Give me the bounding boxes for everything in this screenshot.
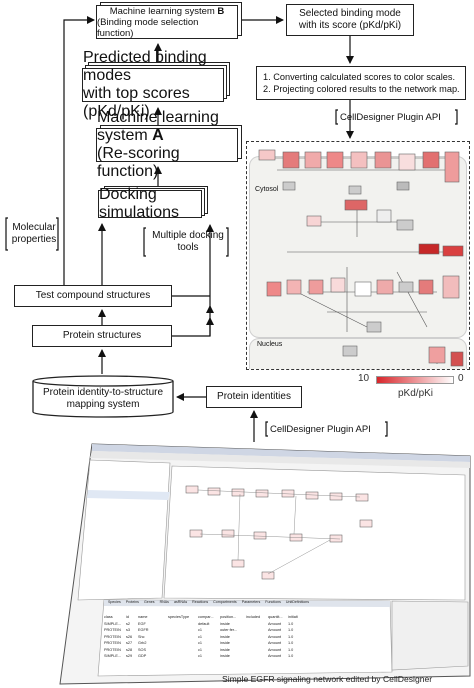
- predicted-line1: Predicted binding modes: [83, 49, 207, 84]
- table-cell: SIMPLE...: [104, 621, 122, 626]
- table-cell: inside: [220, 654, 230, 658]
- processing-steps-box: 1. Converting calculated scores to color…: [256, 66, 466, 100]
- table-row[interactable]: PROTEIN s28 SOS c1 inside Amount 1.0: [104, 647, 302, 654]
- predicted-binding-modes-stack: Predicted binding modes with top scores …: [82, 49, 232, 120]
- table-row[interactable]: PROTEIN s26 Shc c1 inside Amount 1.0: [104, 634, 302, 641]
- tab-compartments[interactable]: Compartments: [213, 600, 237, 604]
- table-cell: 1.0: [288, 621, 294, 626]
- predicted-line2: with top scores (pKd/pKi): [83, 85, 190, 120]
- table-cell: c1: [198, 654, 203, 658]
- table-cell: inside: [220, 634, 230, 639]
- table-cell: [168, 653, 198, 660]
- tab-proteins[interactable]: Proteins: [125, 600, 139, 604]
- identity-mapping-database: Protein identity-to-structure mapping sy…: [32, 374, 174, 418]
- ml-a-subtitle: (Re-scoring function): [97, 145, 180, 180]
- table-cell: Grb2: [138, 641, 147, 645]
- identity-db-line1: Protein identity-to-structure: [42, 387, 164, 398]
- tab-unitdefinitions[interactable]: UnitDefinitions: [285, 600, 310, 604]
- network-map-panel: Cytosol Nucleus: [246, 141, 470, 370]
- table-cell: EGFR: [138, 628, 149, 632]
- table-cell: Shc: [138, 634, 145, 639]
- scale-title: pKd/pKi: [398, 388, 434, 399]
- table-cell: PROTEIN: [104, 634, 121, 639]
- scale-max-label: 0: [458, 373, 464, 384]
- protein-identities-box: Protein identities: [206, 386, 302, 408]
- table-cell: [246, 653, 268, 660]
- table-cell: inside: [220, 641, 230, 645]
- tab-rnas[interactable]: RNAs: [159, 600, 169, 604]
- cytosol-label: Cytosol: [255, 186, 279, 193]
- table-cell: Amount: [268, 628, 282, 632]
- table-cell: s2: [126, 621, 131, 626]
- table-cell: s28: [126, 647, 133, 652]
- table-cell: s29: [126, 654, 133, 658]
- screenshot-tabs: Species Proteins Genes RNAs asRNAs React…: [108, 600, 309, 604]
- identity-db-line2: mapping system: [66, 399, 140, 410]
- table-cell: 1.0: [288, 641, 294, 645]
- tab-parameters[interactable]: Parameters: [241, 600, 261, 604]
- table-cell: SIMPLE...: [104, 654, 122, 658]
- ml-system-a-stack: Machine learning system A (Re-scoring fu…: [96, 109, 242, 180]
- table-cell: PROTEIN: [104, 647, 121, 652]
- tab-functions[interactable]: Functions: [265, 600, 281, 604]
- protein-structures-box: Protein structures: [32, 325, 172, 347]
- table-cell: 1.0: [288, 628, 294, 632]
- table-row[interactable]: SIMPLE... s29 GDP c1 inside Amount 1.0: [104, 653, 302, 660]
- table-cell: c1: [198, 641, 203, 645]
- table-cell: s26: [126, 634, 133, 639]
- tab-reactions[interactable]: Reactions: [192, 600, 209, 604]
- table-cell: Amount: [268, 634, 282, 639]
- table-cell: Amount: [268, 647, 282, 652]
- table-cell: Amount: [268, 621, 282, 626]
- nucleus-label: Nucleus: [257, 341, 283, 348]
- scale-min-label: 10: [358, 373, 370, 384]
- table-cell: inside: [220, 621, 230, 626]
- ml-b-title: Machine learning system B: [109, 5, 225, 17]
- tab-asrnas[interactable]: asRNAs: [173, 600, 188, 604]
- table-cell: c1: [198, 647, 203, 652]
- ml-b-subtitle: (Binding mode selection function): [97, 16, 199, 39]
- selected-binding-mode-box: Selected binding mode with its score (pK…: [286, 4, 414, 36]
- api-label-bottom: CellDesigner Plugin API: [270, 424, 371, 435]
- test-compound-structures-box: Test compound structures: [14, 285, 172, 307]
- step-2: 2. Projecting colored results to the net…: [263, 84, 460, 94]
- table-cell: Amount: [268, 654, 282, 658]
- table-row[interactable]: PROTEIN s27 Grb2 c1 inside Amount 1.0: [104, 640, 302, 647]
- table-cell: SOS: [138, 647, 147, 652]
- docking-label: Docking simulations: [99, 186, 180, 221]
- table-cell: 1.0: [288, 654, 294, 658]
- docking-simulations-stack: Docking simulations: [98, 186, 210, 222]
- table-cell: default: [198, 621, 210, 626]
- table-cell: Amount: [268, 641, 282, 645]
- table-cell: c1: [198, 634, 203, 639]
- table-cell: outer:fer...: [220, 628, 238, 632]
- multiple-docking-tools-label: Multiple docking tools: [152, 230, 224, 253]
- table-cell: PROTEIN: [104, 641, 121, 645]
- tab-species[interactable]: Species: [108, 600, 121, 604]
- table-cell: GDP: [138, 654, 147, 658]
- screenshot-caption: Simple EGFR signaling network edited by …: [222, 674, 433, 684]
- table-row[interactable]: PROTEIN s3 EGFR c1 outer:fer... Amount 1.0: [104, 627, 302, 634]
- table-cell: 1.0: [288, 647, 294, 652]
- table-cell: EGF: [138, 621, 146, 626]
- network-graph: [258, 149, 464, 367]
- ml-system-b-stack: Machine learning system B (Binding mode …: [96, 2, 242, 41]
- tab-genes[interactable]: Genes: [143, 600, 155, 604]
- api-label-top: CellDesigner Plugin API: [340, 112, 441, 123]
- table-cell: s27: [126, 641, 133, 645]
- step-1: 1. Converting calculated scores to color…: [263, 72, 456, 82]
- table-cell: PROTEIN: [104, 628, 121, 632]
- table-cell: s3: [126, 628, 131, 632]
- molecular-properties-label: Molecular properties: [11, 222, 57, 245]
- table-cell: 1.0: [288, 634, 294, 639]
- color-scale-bar: [376, 376, 454, 384]
- table-cell: c1: [198, 628, 203, 632]
- table-row[interactable]: SIMPLE... s2 EGF default inside Amount 1.0: [104, 621, 302, 628]
- table-cell: inside: [220, 647, 230, 652]
